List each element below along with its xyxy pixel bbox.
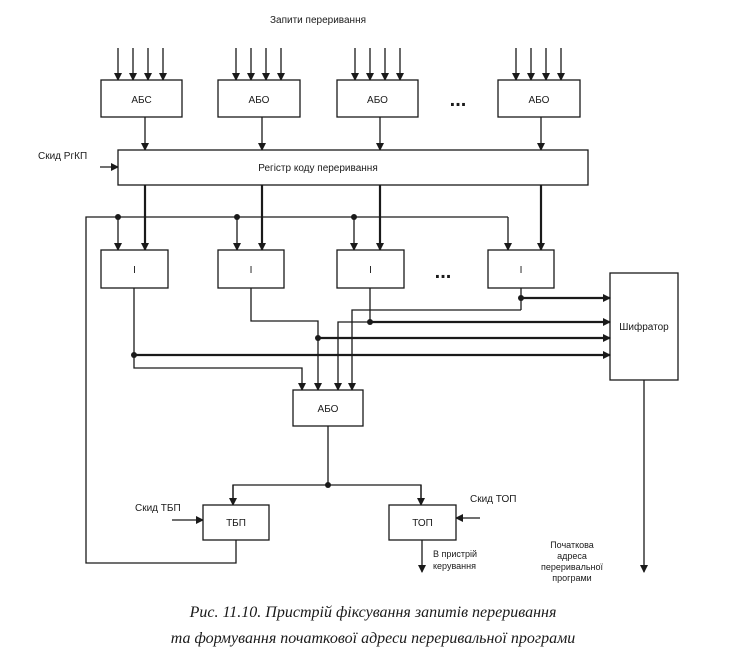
or-gate-bottom-label: АБО [318,404,339,415]
interrupt-requests-label: Запити переривання [270,15,366,26]
to-control-line-2: керування [433,561,476,571]
start-address-line-2: адреса [557,551,587,561]
reset-rgkp-label: Скид РгКП [38,151,87,162]
and-gate-1 [100,249,169,289]
and-gate-4-label: I [520,265,523,276]
start-address-line-1: Початкова [550,540,594,550]
encoder-label: Шифратор [619,321,669,333]
ellipsis-top: ... [450,89,467,111]
or-gate-2 [217,79,301,118]
and-gate-1-label: I [133,265,136,276]
feedback-bus [85,214,512,564]
and-gate-2-label: I [250,265,253,276]
or-gate-2-label: АБО [249,95,270,106]
or-gate-3-label: АБО [367,95,388,106]
or-to-register-arrows [141,117,545,151]
and-gate-2 [217,249,285,289]
or-gate-bottom [292,389,364,427]
caption-line-1: Рис. 11.10. Пристрій фіксування запитів … [189,604,557,621]
or-gate-3 [336,79,419,118]
and-gate-3 [336,249,405,289]
reset-tbp-label: Скид ТБП [135,503,181,514]
start-address-line-4: програми [552,573,591,583]
and-output-wires [131,288,611,391]
and-gate-4 [487,249,555,289]
and-gate-3-label: I [369,265,372,276]
or-gate-1-label: АБС [131,95,151,106]
or-gate-4 [497,79,581,118]
or-to-triggers-wires [229,426,425,506]
or-gate-1 [100,79,183,118]
interrupt-code-register [117,149,589,186]
register-label: Регістр коду переривання [258,163,378,174]
or-gate-4-label: АБО [529,95,550,106]
top-trigger-label: ТОП [412,518,433,529]
to-control-line-1: В пристрій [433,549,477,559]
caption-line-2: та формування початкової адреси перерива… [171,630,576,647]
tbp-label: ТБП [226,518,246,529]
request-input-arrows [114,48,565,81]
start-address-line-3: переривальної [541,562,604,572]
ellipsis-middle: ... [435,261,452,283]
encoder-block [609,272,679,381]
tbp-feedback-wire [203,540,237,564]
reset-top-label: Скид ТОП [470,494,516,505]
